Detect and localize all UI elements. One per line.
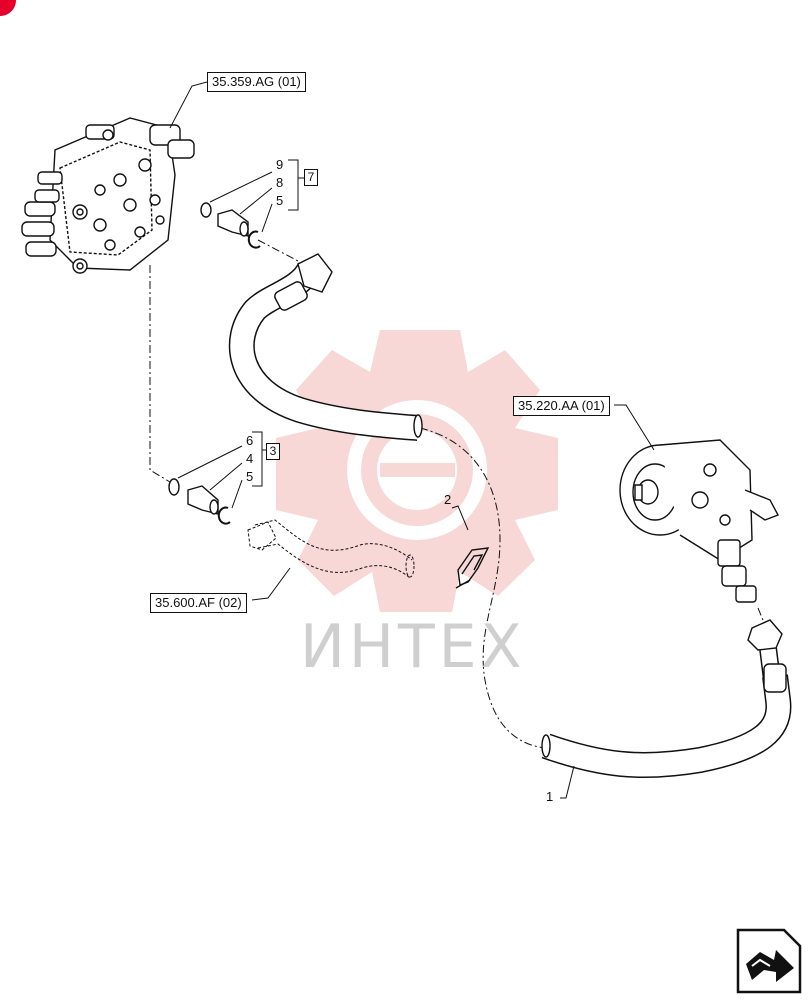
callout-lower-3: 5 [246,469,254,484]
callout-upper-1: 9 [276,157,284,172]
watermark-text: ИНТЕХ [300,612,526,682]
callout-upper-group: 7 [304,169,318,186]
callout-lower-2: 4 [246,451,254,466]
callout-clip: 2 [444,492,452,507]
callout-lower-group: 3 [266,443,280,460]
control-valve-block [21,117,195,274]
ref-hose[interactable]: 35.600.AF (02) [150,593,247,613]
callout-upper-3: 5 [276,193,284,208]
callout-main-hose: 1 [546,789,554,804]
next-page-arrow-icon[interactable] [736,928,802,994]
lower-fitting-set [168,478,231,525]
upper-fitting-set [200,202,261,249]
hose-clip [455,547,490,589]
callout-upper-2: 8 [276,175,284,190]
callout-lower-1: 6 [246,433,254,448]
watermark-gear-icon [276,330,558,612]
phantom-hose [247,519,415,579]
ref-control-valve[interactable]: 35.359.AG (01) [207,72,306,92]
corner-badge-icon [0,0,16,16]
ref-pump[interactable]: 35.220.AA (01) [513,396,610,416]
main-hose-fittings [541,619,787,758]
hydraulic-pump [619,439,779,603]
